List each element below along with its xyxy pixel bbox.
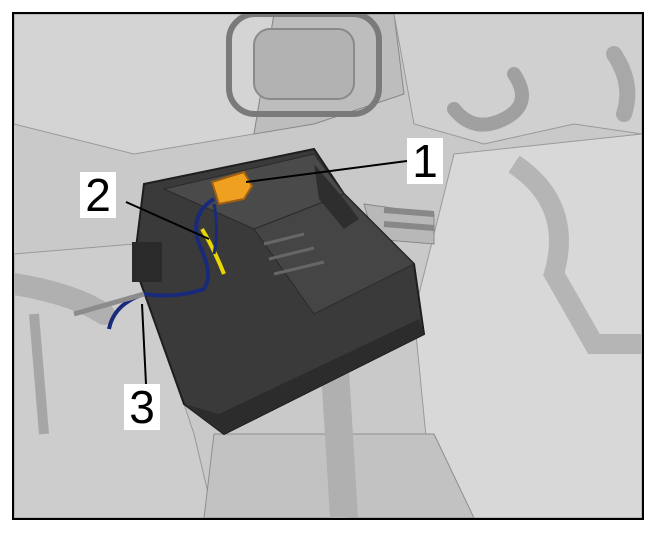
module-plug	[132, 242, 162, 282]
grey-cable	[73, 291, 145, 317]
control-module-base	[184, 319, 424, 434]
leader-line-1	[245, 160, 408, 183]
air-duct-outline	[226, 14, 382, 117]
control-module-cover	[253, 193, 415, 315]
callout-1: 1	[407, 138, 443, 184]
leader-line-3	[141, 303, 147, 385]
callout-2: 2	[80, 172, 116, 218]
right-body-panel	[413, 133, 642, 518]
diagram-frame: 1 2 3	[12, 12, 644, 520]
cover-ribs	[263, 232, 325, 276]
hose-top	[447, 67, 529, 132]
vertical-pipe	[320, 353, 358, 518]
blue-wire-branch	[212, 203, 218, 255]
blue-wire	[107, 197, 216, 330]
right-frame-rail	[508, 155, 642, 354]
callout-3: 3	[124, 384, 160, 430]
left-rod	[29, 313, 49, 435]
leader-line-2	[125, 201, 210, 240]
orange-connector	[210, 170, 254, 206]
side-connector-pins	[383, 207, 435, 231]
air-duct-opening	[253, 28, 355, 100]
hose-right	[606, 46, 636, 122]
module-latch	[314, 164, 359, 229]
upper-left-panel	[14, 14, 275, 155]
left-hose	[14, 273, 115, 325]
engine-bay-illustration	[14, 14, 642, 518]
